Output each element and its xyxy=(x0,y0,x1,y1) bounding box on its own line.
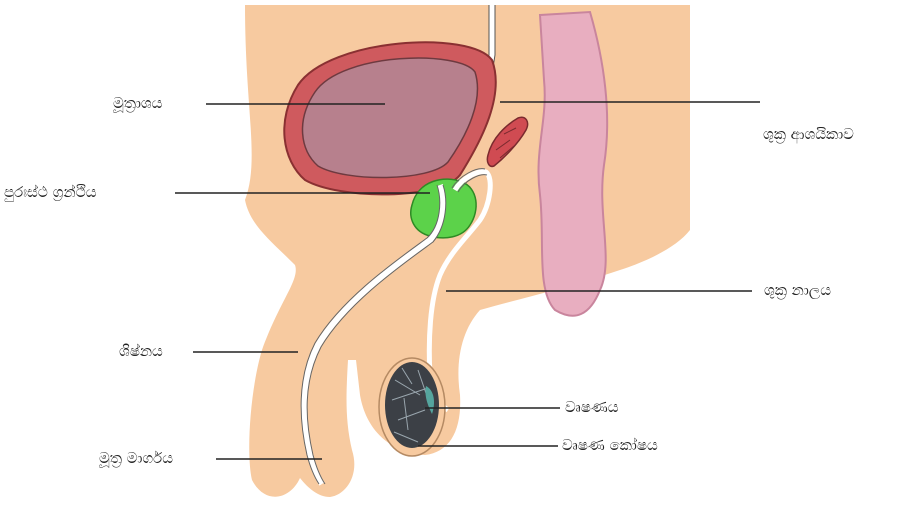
label-vas-deferens: ශුක්‍ර නාලය xyxy=(764,281,831,299)
label-bladder: මූත්‍රාශය xyxy=(113,94,162,112)
rectum xyxy=(538,12,607,316)
label-seminal-vesicle: ශුක්‍ර ආශයිකාව xyxy=(763,125,854,143)
label-testis: වෘෂණය xyxy=(565,398,619,416)
label-urethra: මූත්‍ර මාර්ගය xyxy=(99,449,173,467)
label-penis: ශිෂ්නය xyxy=(119,342,163,360)
label-prostate: පුරඃස්ථ ග්‍රන්ථිය xyxy=(4,183,97,201)
label-scrotum: වෘෂණ කෝෂය xyxy=(562,436,658,454)
